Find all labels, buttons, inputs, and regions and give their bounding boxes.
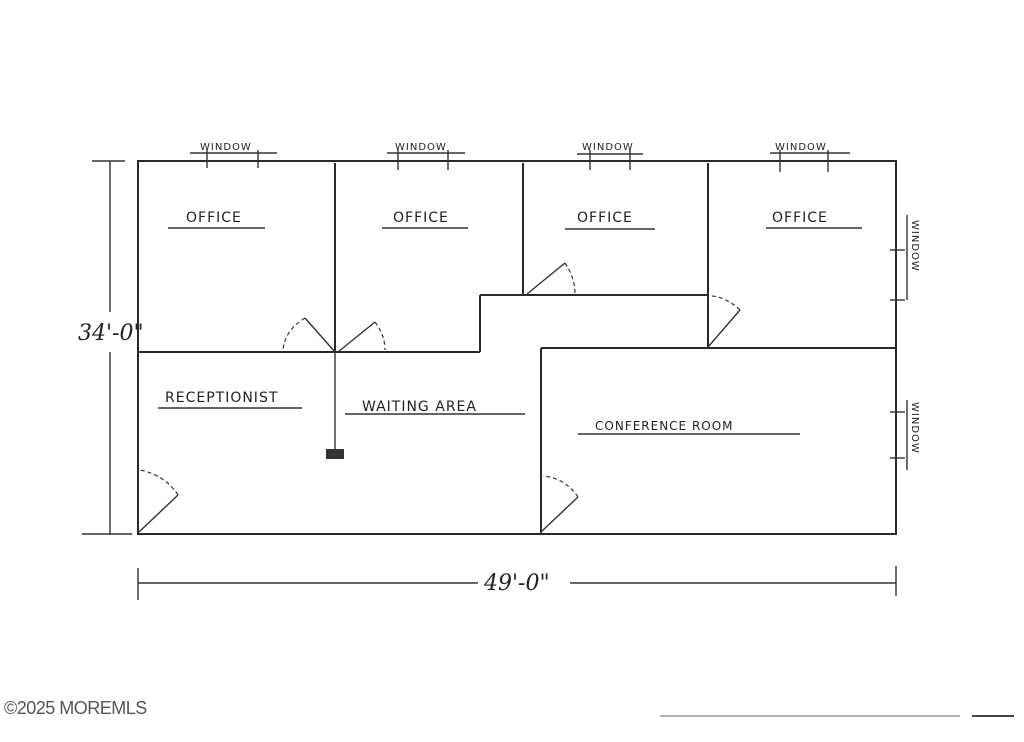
dimension-lines: 34'-0" 49'-0" [78, 160, 1014, 717]
windows: WINDOW WINDOW WINDOW WINDOW WINDOW WINDO… [190, 142, 920, 470]
post-marker [326, 449, 344, 459]
height-dimension: 34'-0" [78, 321, 144, 346]
svg-text:WINDOW: WINDOW [909, 402, 920, 454]
room-receptionist: RECEPTIONIST [165, 390, 278, 406]
svg-text:WINDOW: WINDOW [582, 142, 634, 153]
svg-text:WINDOW: WINDOW [395, 142, 447, 153]
room-conference: CONFERENCE ROOM [595, 419, 734, 433]
svg-text:WINDOW: WINDOW [200, 142, 252, 153]
room-office-1: OFFICE [186, 210, 242, 226]
svg-text:WINDOW: WINDOW [775, 142, 827, 153]
room-waiting-area: WAITING AREA [362, 399, 477, 415]
svg-text:WINDOW: WINDOW [909, 220, 920, 272]
width-dimension: 49'-0" [483, 571, 550, 596]
doors [138, 262, 741, 533]
interior-walls [138, 163, 896, 534]
room-office-2: OFFICE [393, 210, 449, 226]
room-office-3: OFFICE [577, 210, 633, 226]
room-office-4: OFFICE [772, 210, 828, 226]
watermark: ©2025 MOREMLS [4, 698, 147, 718]
room-labels: OFFICE OFFICE OFFICE OFFICE RECEPTIONIST… [158, 210, 862, 435]
